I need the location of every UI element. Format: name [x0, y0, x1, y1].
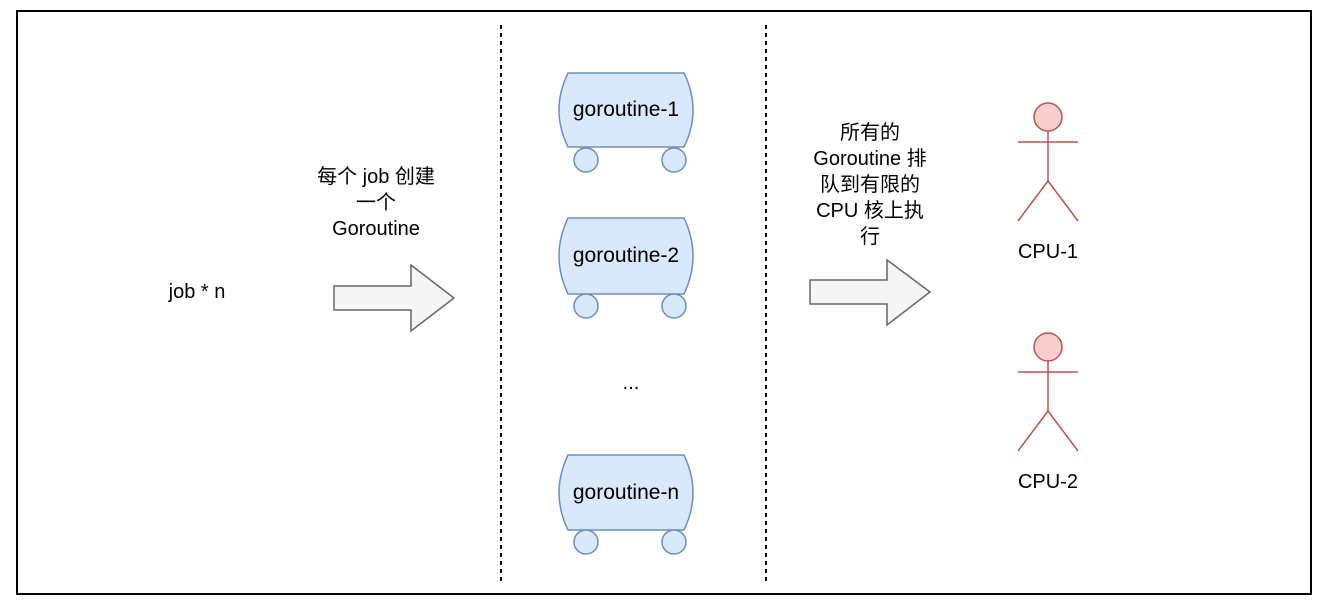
- queue-note: 所有的 Goroutine 排 队到有限的 CPU 核上执 行: [800, 120, 940, 250]
- wheel-icon: [661, 147, 687, 173]
- wheel-icon: [573, 147, 599, 173]
- arrow-to-goroutines: [333, 263, 456, 333]
- outer-border: [16, 10, 1312, 595]
- queue-note-line: 行: [860, 226, 880, 248]
- create-note: 每个 job 创建 一个 Goroutine: [296, 164, 456, 242]
- goroutine-label-n: goroutine-n: [572, 481, 680, 504]
- goroutine-label-1: goroutine-1: [572, 98, 680, 121]
- ellipsis: ...: [622, 372, 640, 394]
- goroutine-body-n: [558, 454, 694, 531]
- goroutine-cart-2: [558, 217, 694, 319]
- queue-note-line: 所有的: [840, 122, 900, 144]
- goroutine-cart-1: [558, 72, 694, 173]
- goroutine-label-2: goroutine-2: [572, 244, 680, 267]
- cpu-actor-icon-2: [1017, 332, 1079, 452]
- wheel-icon: [573, 529, 599, 555]
- source-label: job * n: [168, 281, 226, 303]
- wheel-icon: [573, 293, 599, 319]
- cpu-label-2: CPU-2: [1017, 471, 1078, 493]
- arrow-to-cpus: [809, 258, 932, 327]
- goroutine-body-1: [558, 72, 694, 148]
- create-note-line: 一个: [356, 192, 396, 214]
- queue-note-line: CPU 核上执: [816, 200, 924, 222]
- queue-note-line: 队到有限的: [820, 174, 920, 196]
- wheel-icon: [661, 293, 687, 319]
- cpu-label-1: CPU-1: [1017, 241, 1078, 263]
- create-note-line: 每个 job 创建: [317, 166, 435, 188]
- goroutine-cart-n: [558, 454, 694, 555]
- wheel-icon: [661, 529, 687, 555]
- queue-note-line: Goroutine 排: [813, 148, 927, 170]
- goroutine-body-2: [558, 217, 694, 295]
- cpu-actor-icon-1: [1017, 102, 1079, 222]
- create-note-line: Goroutine: [332, 218, 420, 240]
